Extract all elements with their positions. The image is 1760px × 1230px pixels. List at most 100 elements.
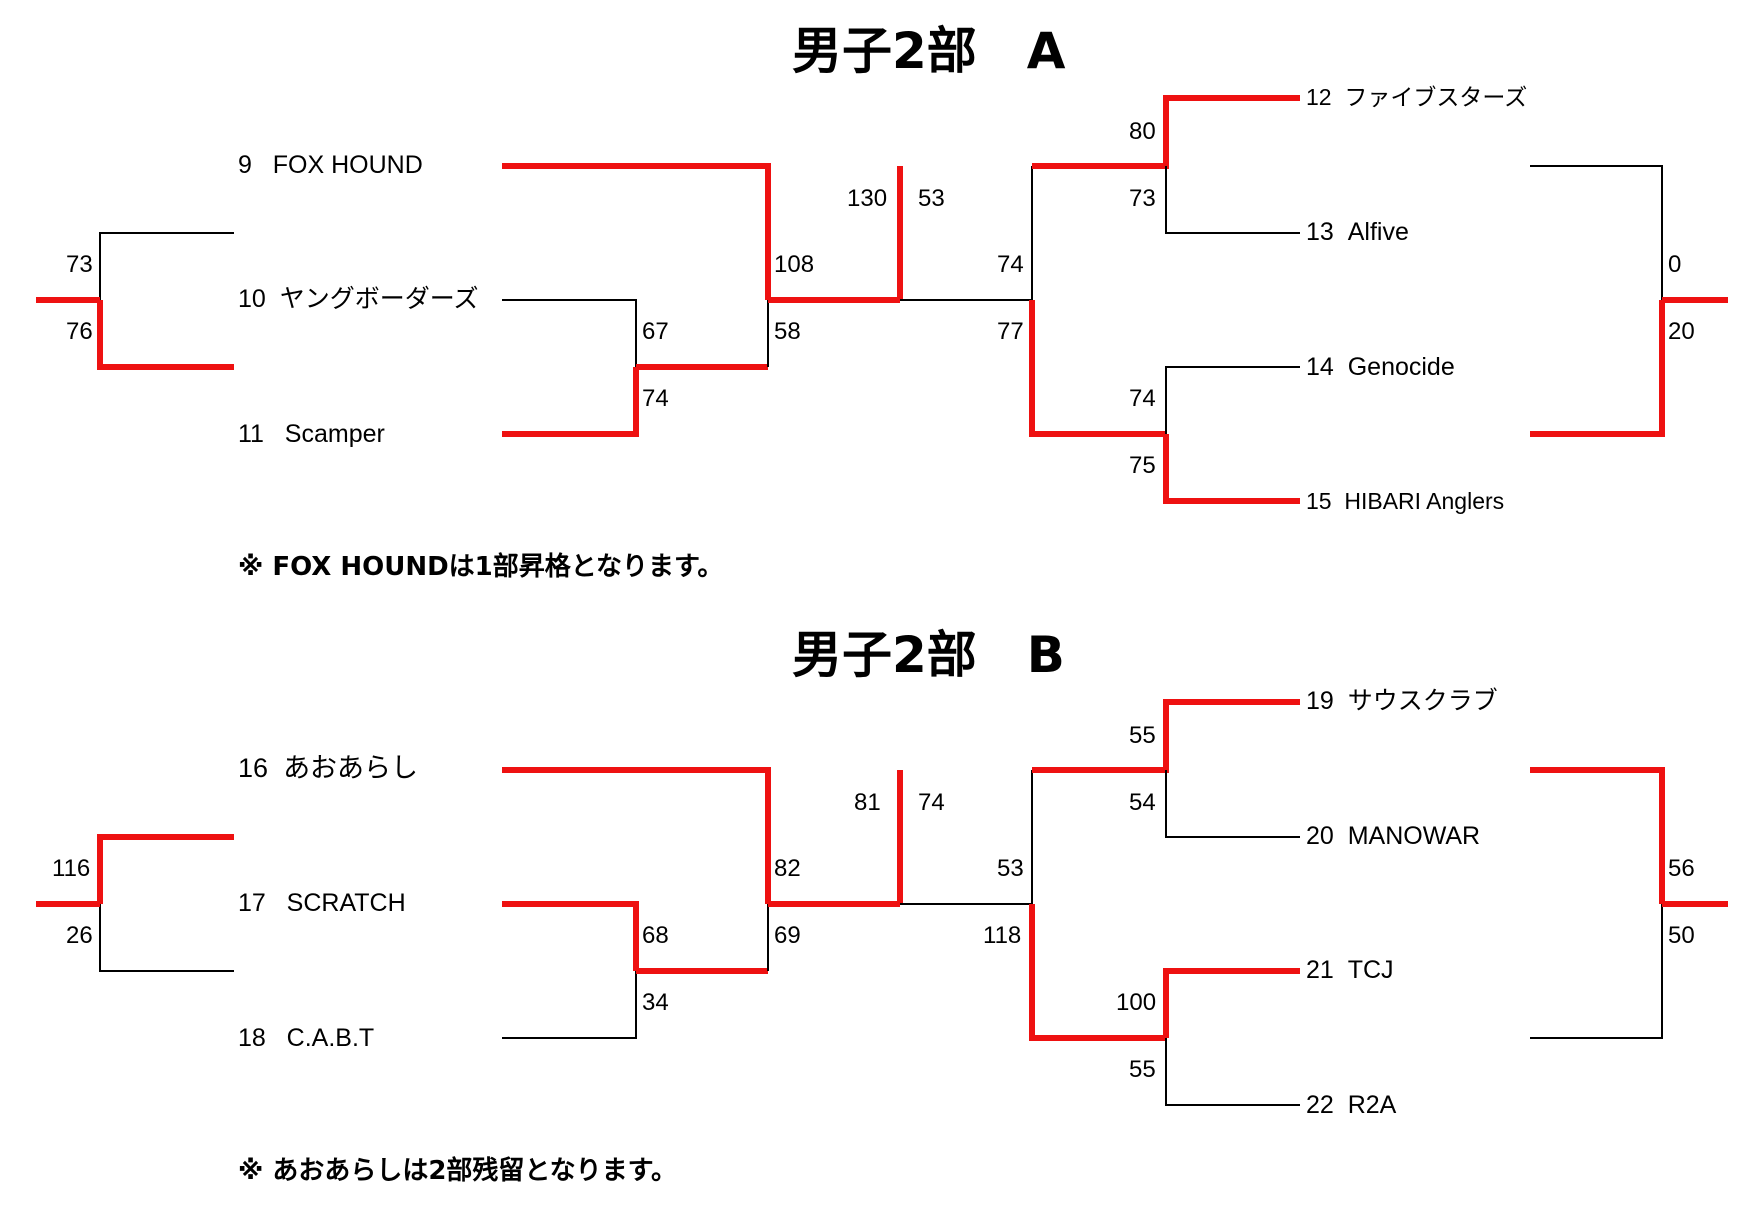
team-seed: 10 bbox=[238, 285, 266, 313]
score: 74 bbox=[1129, 385, 1156, 412]
b-r1-top-branch-winner bbox=[502, 901, 639, 971]
team-name: ヤングボーダーズ bbox=[279, 285, 479, 313]
bracket-b-title: 男子2部 B bbox=[792, 626, 1065, 684]
team-name: SCRATCH bbox=[286, 889, 406, 917]
score: 50 bbox=[1668, 922, 1695, 949]
bracket-a-title: 男子2部 A bbox=[792, 22, 1066, 80]
team-name: Scamper bbox=[284, 420, 385, 448]
team-name: ファイブスターズ bbox=[1344, 84, 1528, 110]
team-name: Genocide bbox=[1347, 353, 1455, 381]
team-seed: 18 bbox=[238, 1024, 266, 1052]
team-seed: 14 bbox=[1306, 353, 1334, 381]
score: 34 bbox=[642, 989, 669, 1016]
a-r1-bottom-branch-winner bbox=[502, 367, 639, 437]
score: 69 bbox=[774, 922, 801, 949]
bracket-b-note: ※ あおあらしは2部残留となります。 bbox=[238, 1156, 678, 1186]
score: 81 bbox=[854, 789, 881, 816]
team-seed: 12 bbox=[1306, 84, 1332, 110]
a-r2-top-branch-winner bbox=[502, 163, 771, 300]
team-11: 11 Scamper bbox=[238, 422, 385, 447]
score: 55 bbox=[1129, 1056, 1156, 1083]
team-name: HIBARI Anglers bbox=[1344, 488, 1505, 514]
a-r1-top-branch bbox=[502, 299, 637, 367]
team-name: Alfive bbox=[1347, 218, 1409, 246]
team-name: C.A.B.T bbox=[286, 1024, 375, 1052]
score: 55 bbox=[1129, 722, 1156, 749]
team-16: 16 あおあらし bbox=[238, 755, 418, 782]
team-seed: 15 bbox=[1306, 488, 1332, 514]
score: 67 bbox=[642, 318, 669, 345]
team-seed: 17 bbox=[238, 889, 266, 917]
team-22: 22 R2A bbox=[1306, 1093, 1396, 1118]
team-name: FOX HOUND bbox=[272, 151, 423, 179]
score: 74 bbox=[918, 789, 945, 816]
score: 0 bbox=[1668, 251, 1682, 278]
score: 108 bbox=[774, 251, 815, 278]
score: 53 bbox=[918, 185, 945, 212]
team-seed: 11 bbox=[238, 420, 264, 448]
a-rightmost-top-branch bbox=[1530, 165, 1663, 300]
score: 100 bbox=[1116, 989, 1157, 1016]
score: 80 bbox=[1129, 118, 1156, 145]
score: 53 bbox=[997, 855, 1024, 882]
score: 82 bbox=[774, 855, 801, 882]
score: 73 bbox=[1129, 185, 1156, 212]
b-right-semi-bottom-winner bbox=[1029, 904, 1166, 1041]
score: 54 bbox=[1129, 789, 1156, 816]
team-9: 9 FOX HOUND bbox=[238, 153, 423, 178]
team-15: 15 HIBARI Anglers bbox=[1306, 490, 1504, 513]
team-20: 20 MANOWAR bbox=[1306, 824, 1480, 849]
team-12: 12 ファイブスターズ bbox=[1306, 86, 1527, 109]
score: 75 bbox=[1129, 452, 1156, 479]
team-seed: 21 bbox=[1306, 956, 1334, 984]
b-r2-top-branch-winner bbox=[502, 767, 771, 904]
team-seed: 13 bbox=[1306, 218, 1334, 246]
b-right-r1b-top-winner bbox=[1163, 968, 1300, 1038]
a-rightmost-bottom-branch-winner bbox=[1530, 300, 1665, 437]
b-rightmost-bottom-branch bbox=[1530, 904, 1663, 1039]
b-right-r1b-bottom bbox=[1165, 1038, 1300, 1106]
team-seed: 9 bbox=[238, 151, 252, 179]
a-left-bottom-branch-winner bbox=[97, 300, 234, 370]
team-seed: 16 bbox=[238, 753, 269, 783]
score: 68 bbox=[642, 922, 669, 949]
a-right-r1b-top bbox=[1165, 366, 1300, 434]
team-seed: 19 bbox=[1306, 687, 1334, 715]
team-name: サウスクラブ bbox=[1347, 687, 1498, 715]
score: 118 bbox=[983, 922, 1022, 949]
team-14: 14 Genocide bbox=[1306, 355, 1455, 380]
score: 130 bbox=[847, 185, 888, 212]
team-21: 21 TCJ bbox=[1306, 958, 1394, 983]
team-name: MANOWAR bbox=[1347, 822, 1481, 850]
score: 56 bbox=[1668, 855, 1695, 882]
team-18: 18 C.A.B.T bbox=[238, 1026, 374, 1051]
a-right-r1b-bottom-winner bbox=[1163, 434, 1300, 504]
b-left-bottom-branch bbox=[99, 904, 234, 972]
score: 73 bbox=[66, 251, 93, 278]
score: 20 bbox=[1668, 318, 1695, 345]
b-right-r1a-top-winner bbox=[1032, 699, 1300, 773]
a-right-semi-bottom-winner bbox=[1029, 300, 1166, 437]
team-seed: 20 bbox=[1306, 822, 1334, 850]
team-name: あおあらし bbox=[283, 753, 419, 783]
b-r1-bottom-branch bbox=[502, 971, 637, 1039]
score: 116 bbox=[52, 855, 91, 882]
a-right-r1a-bottom bbox=[1165, 166, 1300, 234]
b-left-top-branch-winner bbox=[97, 834, 234, 904]
team-13: 13 Alfive bbox=[1306, 220, 1409, 245]
team-seed: 22 bbox=[1306, 1091, 1334, 1119]
a-right-r1a-top-winner bbox=[1032, 95, 1300, 169]
score: 76 bbox=[66, 318, 93, 345]
a-left-top-branch bbox=[99, 232, 234, 300]
score: 74 bbox=[642, 385, 669, 412]
b-rightmost-top-branch-winner bbox=[1530, 767, 1665, 904]
b-right-r1a-bottom bbox=[1165, 770, 1300, 838]
team-name: R2A bbox=[1347, 1091, 1397, 1119]
score: 26 bbox=[66, 922, 93, 949]
score: 58 bbox=[774, 318, 801, 345]
team-10: 10 ヤングボーダーズ bbox=[238, 287, 478, 312]
bracket-a-note: ※ FOX HOUNDは1部昇格となります。 bbox=[238, 552, 724, 582]
team-17: 17 SCRATCH bbox=[238, 891, 406, 916]
score: 77 bbox=[997, 318, 1024, 345]
